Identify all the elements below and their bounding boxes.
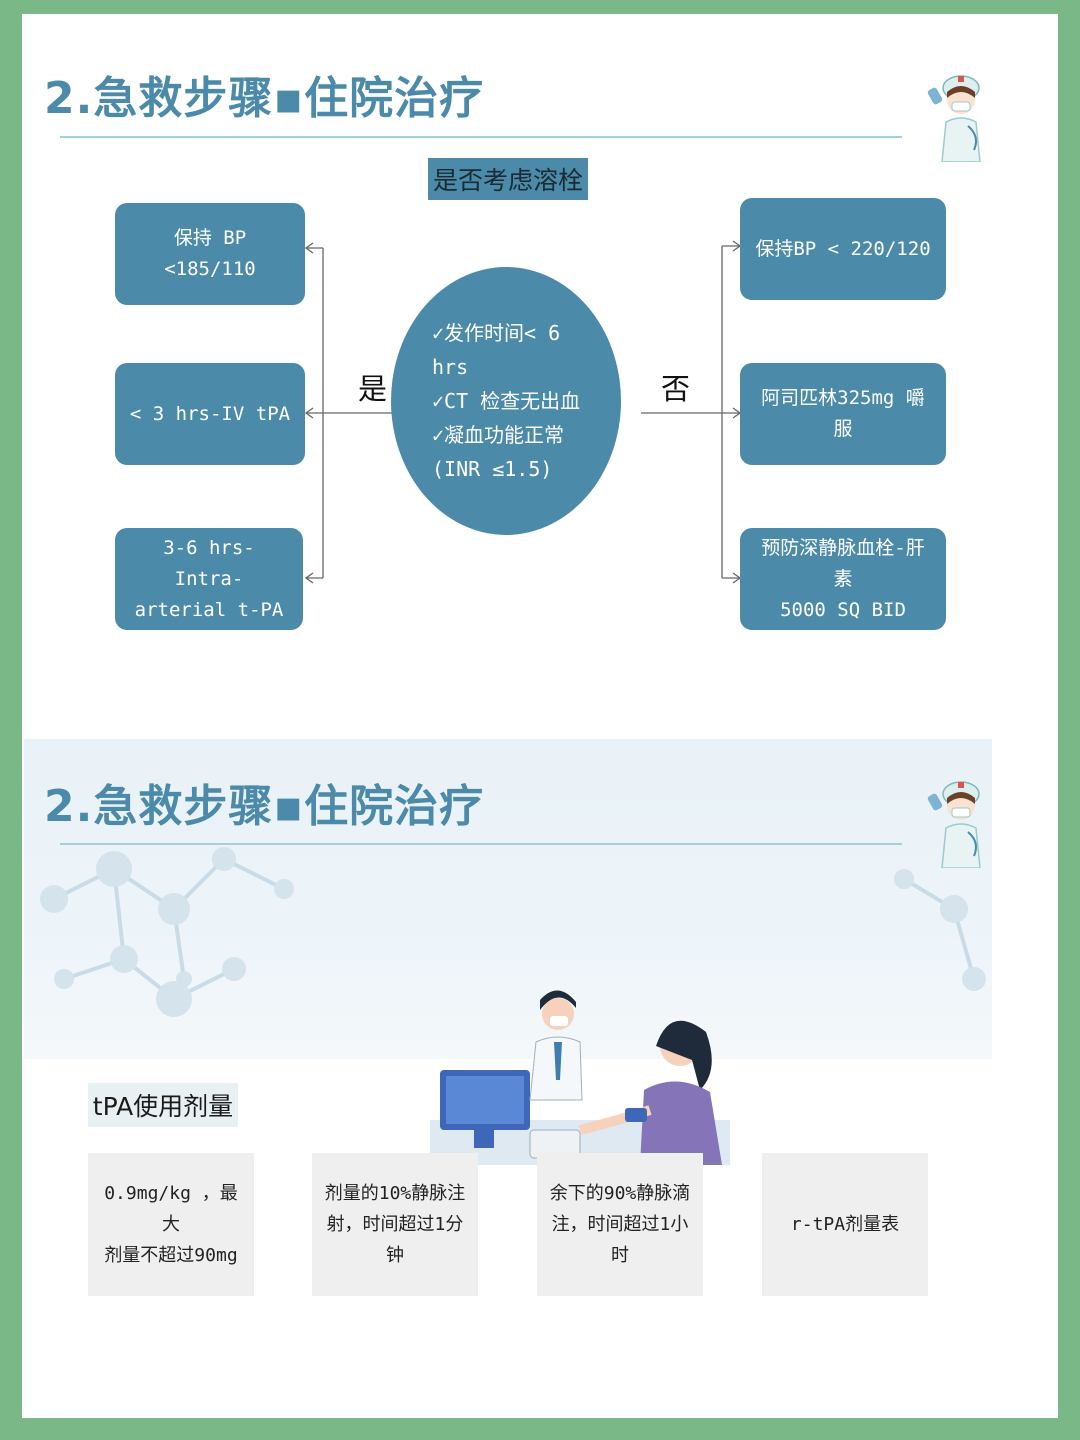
dose-box-bolus: 剂量的10%静脉注 射，时间超过1分 钟 xyxy=(312,1153,478,1296)
dose-box-table: r-tPA剂量表 xyxy=(762,1153,928,1296)
yes-box-intra-arterial-line2: arterial t-PA xyxy=(129,595,289,626)
no-label: 否 xyxy=(661,366,690,408)
dose-box-infusion: 余下的90%静脉滴 注，时间超过1小 时 xyxy=(537,1153,703,1296)
dose-box-bolus-line3: 钟 xyxy=(325,1240,466,1271)
yes-box-bp-text: 保持 BP <185/110 xyxy=(164,227,256,280)
no-box-bp: 保持BP < 220/120 xyxy=(740,198,946,300)
dose-box-infusion-line2: 注，时间超过1小 xyxy=(550,1209,691,1240)
dose-box-infusion-line1: 余下的90%静脉滴 xyxy=(550,1178,691,1209)
dose-box-infusion-line3: 时 xyxy=(550,1240,691,1271)
criteria-line-hrs: hrs xyxy=(432,350,602,384)
nurse-icon xyxy=(924,772,994,868)
no-box-bp-text: 保持BP < 220/120 xyxy=(755,238,930,260)
no-box-aspirin-text: 阿司匹林325mg 嚼服 xyxy=(761,387,925,440)
tpa-dosage-label: tPA使用剂量 xyxy=(88,1083,238,1127)
criteria-text: ✓发作时间< 6 hrs ✓CT 检查无出血 ✓凝血功能正常 (INR ≤1.5… xyxy=(432,316,602,486)
criteria-line-onset: ✓发作时间< 6 xyxy=(432,316,602,350)
dose-box-weight-line1: 0.9mg/kg ，最大 xyxy=(98,1178,244,1240)
yes-box-intra-arterial: 3-6 hrs-Intra- arterial t-PA xyxy=(115,528,303,630)
section2-title-rule xyxy=(60,843,902,845)
yes-box-iv-tpa-text: < 3 hrs-IV tPA xyxy=(130,403,290,425)
no-box-aspirin: 阿司匹林325mg 嚼服 xyxy=(740,363,946,465)
yes-box-bp: 保持 BP <185/110 xyxy=(115,203,305,305)
section2-title: 2.急救步骤▪住院治疗 xyxy=(44,770,484,834)
dose-box-weight-line2: 剂量不超过90mg xyxy=(98,1240,244,1271)
dose-box-weight: 0.9mg/kg ，最大 剂量不超过90mg xyxy=(88,1153,254,1296)
yes-box-intra-arterial-line1: 3-6 hrs-Intra- xyxy=(129,533,289,595)
no-box-dvt-line2: 5000 SQ BID xyxy=(754,595,932,626)
doctor-patient-illustration xyxy=(430,980,740,1165)
dose-box-bolus-line1: 剂量的10%静脉注 xyxy=(325,1178,466,1209)
no-box-dvt-prevention: 预防深静脉血栓-肝素 5000 SQ BID xyxy=(740,528,946,630)
criteria-line-coagulation: ✓凝血功能正常 xyxy=(432,418,602,452)
criteria-line-inr: (INR ≤1.5) xyxy=(432,452,602,486)
no-box-dvt-line1: 预防深静脉血栓-肝素 xyxy=(754,533,932,595)
yes-label: 是 xyxy=(358,366,387,408)
yes-box-iv-tpa: < 3 hrs-IV tPA xyxy=(115,363,305,465)
dose-box-bolus-line2: 射，时间超过1分 xyxy=(325,1209,466,1240)
dose-box-table-line1: r-tPA剂量表 xyxy=(791,1209,899,1240)
criteria-line-ct: ✓CT 检查无出血 xyxy=(432,384,602,418)
